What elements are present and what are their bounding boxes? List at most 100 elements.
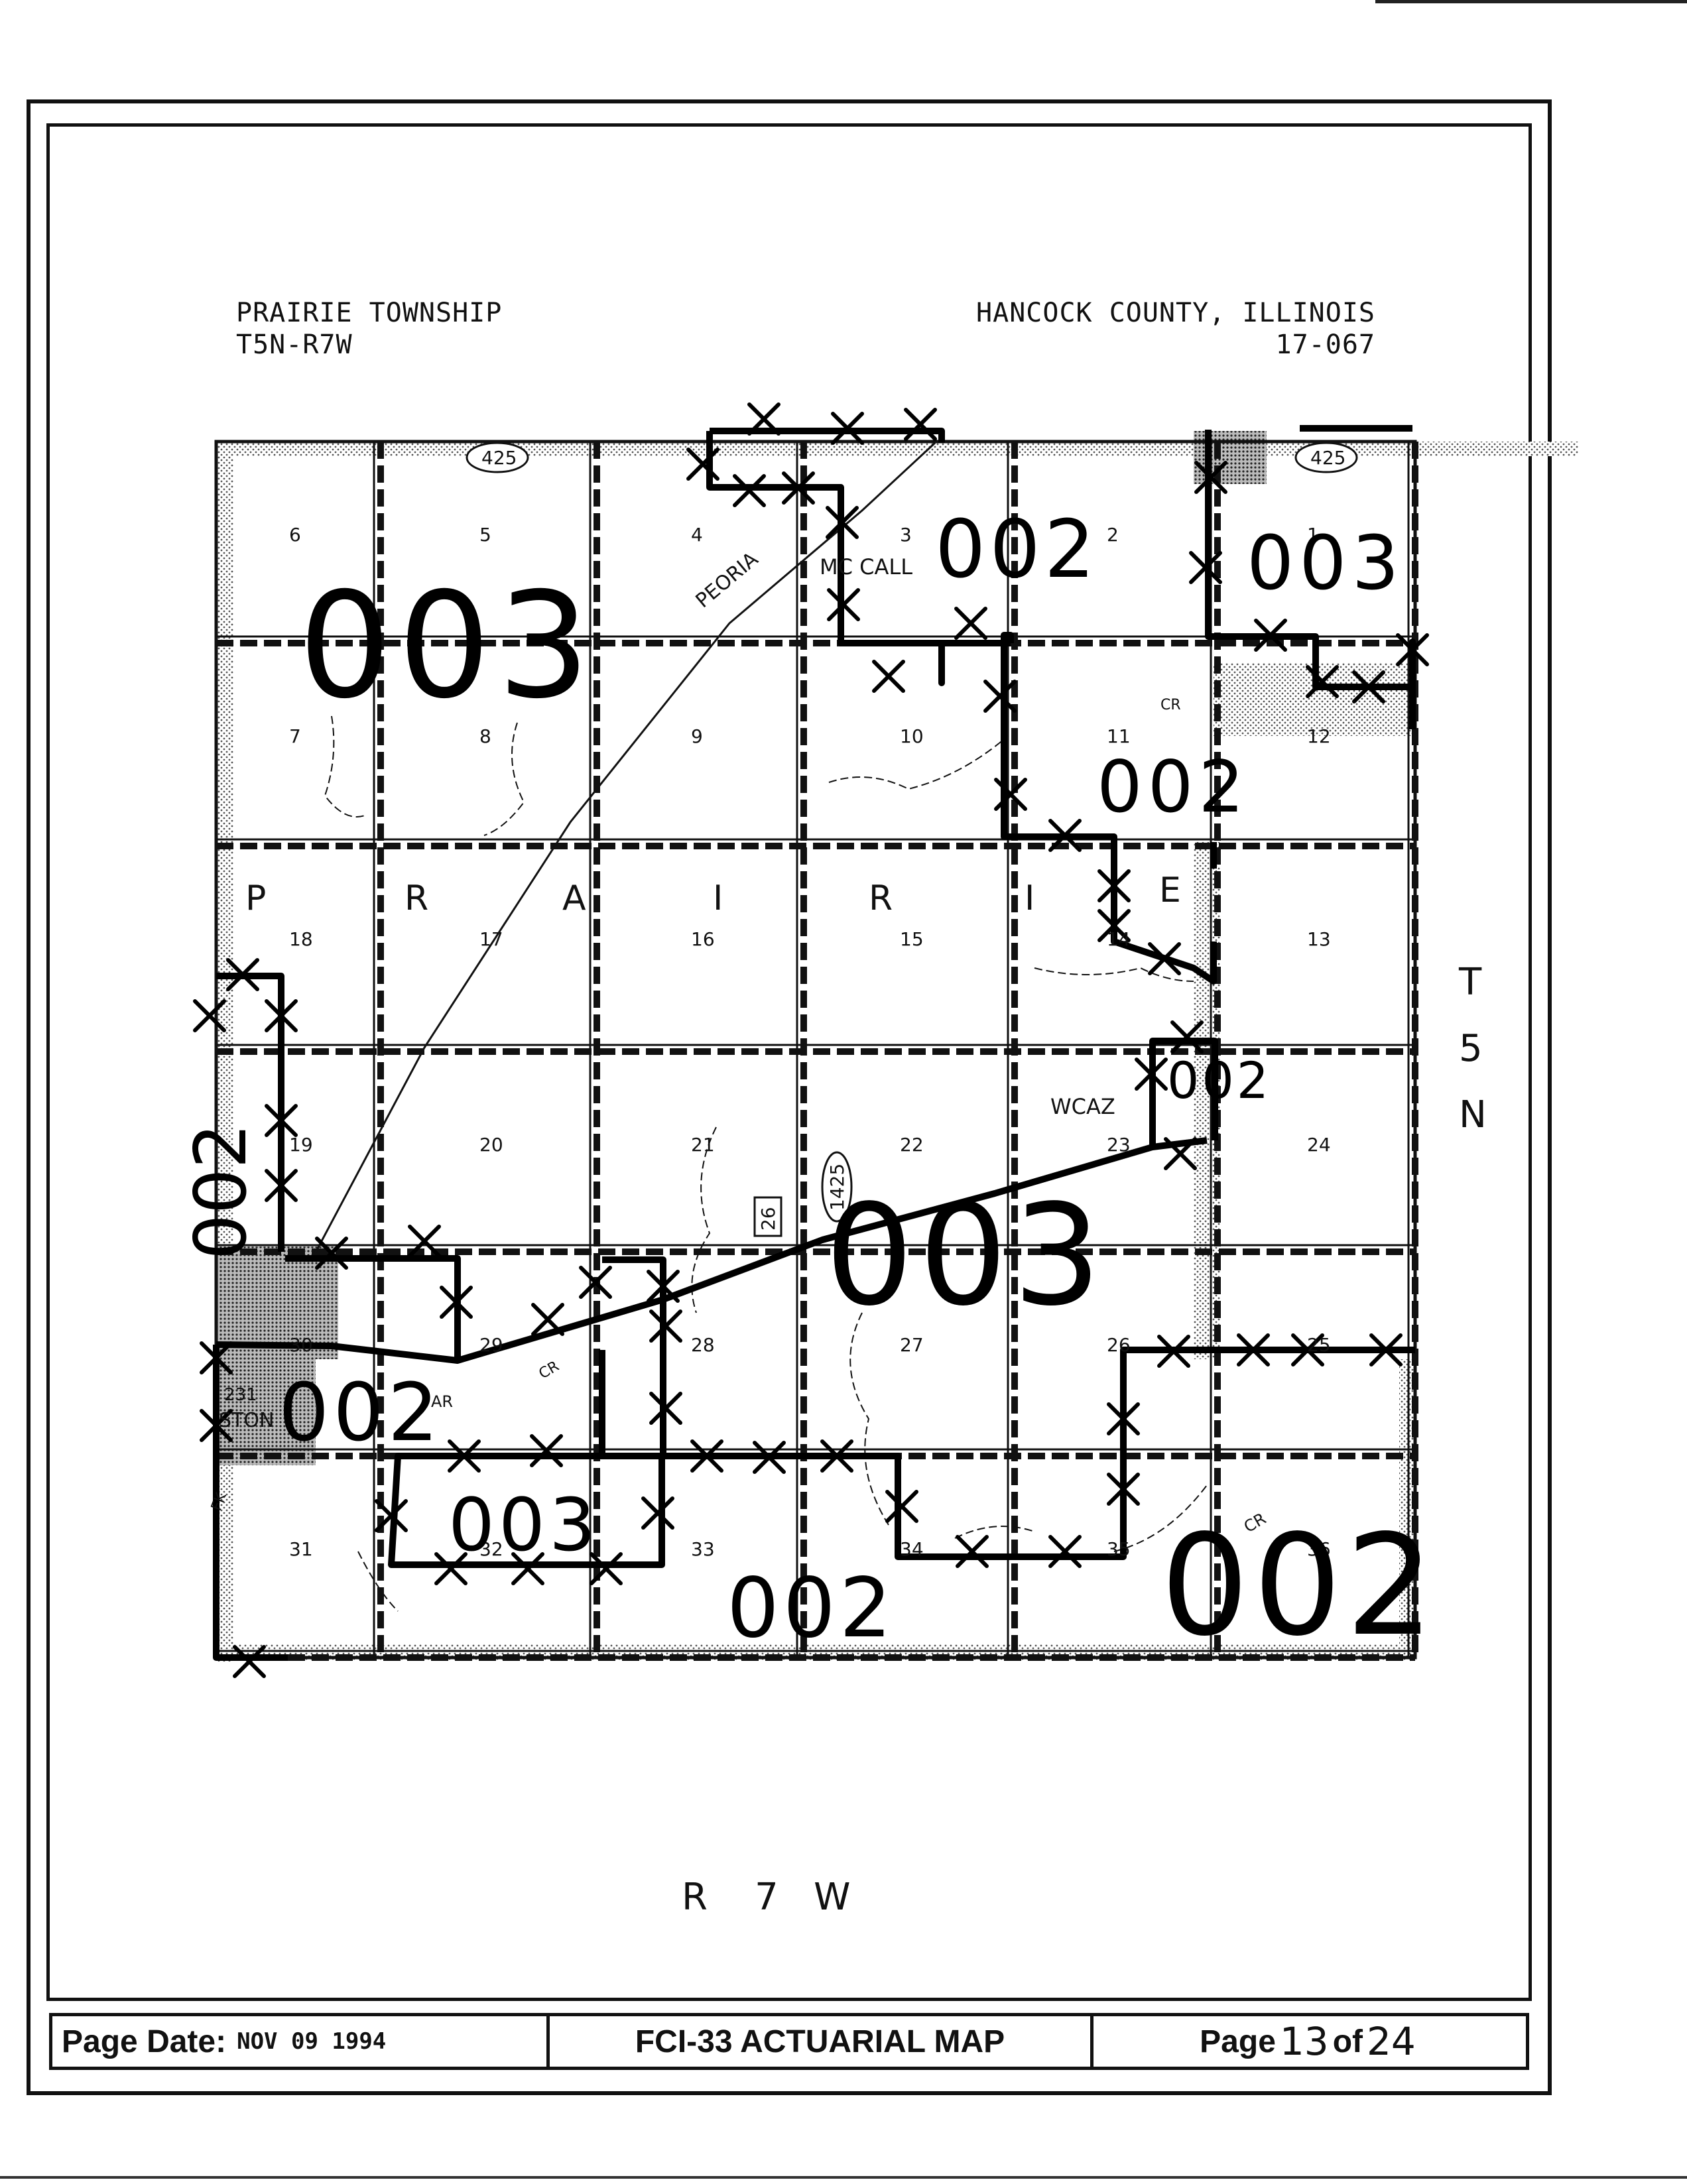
section-number: 32 <box>479 1538 503 1560</box>
x-mark <box>1164 1137 1197 1170</box>
section-number: 8 <box>479 725 491 747</box>
x-mark <box>233 1645 266 1678</box>
x-mark <box>904 408 937 441</box>
section-number: 31 <box>289 1538 313 1560</box>
rate-code: 002 <box>727 1561 896 1656</box>
x-mark <box>193 999 226 1032</box>
x-mark <box>1135 1058 1168 1091</box>
x-mark <box>265 1104 298 1137</box>
x-mark <box>1352 670 1385 703</box>
section-number: 6 <box>289 524 301 546</box>
section-number: 21 <box>691 1134 715 1156</box>
township-letter: P <box>245 879 266 918</box>
x-mark <box>530 1434 563 1467</box>
x-mark <box>531 1303 564 1336</box>
rate-code: 003 <box>448 1483 599 1567</box>
x-mark <box>511 1552 544 1585</box>
stream-line <box>828 735 1009 790</box>
rate-code: 003 <box>1247 520 1405 607</box>
stream-line <box>324 715 365 818</box>
x-mark <box>954 607 987 640</box>
x-mark <box>690 1439 723 1473</box>
section-number: 7 <box>289 725 301 747</box>
x-mark <box>826 506 859 539</box>
section-number: 12 <box>1307 725 1331 747</box>
range-township-labels: R 7 W T 5 N <box>682 961 1487 1919</box>
section-number: 22 <box>900 1134 924 1156</box>
section-number: 35 <box>1107 1538 1131 1560</box>
x-mark <box>649 1392 682 1425</box>
x-mark <box>226 958 259 991</box>
outer-frame <box>27 99 1552 2095</box>
x-mark <box>641 1496 674 1530</box>
footer-bar: Page Date: NOV 09 1994 FCI-33 ACTUARIAL … <box>49 2013 1529 2070</box>
township-letter: R <box>405 879 428 918</box>
section-number: 5 <box>479 524 491 546</box>
route-shield-26: 26 <box>757 1207 779 1231</box>
county-name: HANCOCK COUNTY, ILLINOIS <box>976 298 1375 328</box>
township-letter: R <box>869 879 893 918</box>
stream-line <box>1034 967 1194 982</box>
x-mark <box>831 412 864 445</box>
section-number: 3 <box>900 524 912 546</box>
road-layer <box>310 442 1208 1612</box>
town-label-ston: STON <box>219 1409 274 1432</box>
section-number: 23 <box>1107 1134 1131 1156</box>
x-mark <box>733 474 766 507</box>
township-letters: P R A I R I E <box>245 871 1181 918</box>
x-mark <box>265 999 298 1032</box>
stream-line <box>849 1312 889 1526</box>
map-title-cell: FCI-33 ACTUARIAL MAP <box>550 2016 1093 2067</box>
inner-frame <box>46 123 1532 2001</box>
page-total: 24 <box>1367 2019 1416 2064</box>
stream-line <box>357 1551 399 1612</box>
header-left: PRAIRIE TOWNSHIP T5N-R7W <box>236 297 502 361</box>
rate-code: 002 <box>1160 1504 1438 1667</box>
section-number: 14 <box>1107 928 1131 950</box>
x-mark <box>872 660 905 693</box>
rate-code: 002 <box>935 504 1099 596</box>
rate-boundary <box>213 1345 288 1661</box>
x-mark <box>1254 619 1287 652</box>
x-marks-layer <box>193 402 1429 1678</box>
x-mark <box>1189 551 1222 584</box>
x-mark <box>994 778 1027 811</box>
section-number: 2 <box>1107 524 1119 546</box>
township-letter: A <box>562 879 586 918</box>
stream-line <box>691 1126 717 1313</box>
rate-boundary <box>216 973 284 1252</box>
x-mark <box>649 1309 682 1343</box>
section-number: 36 <box>1307 1538 1331 1560</box>
page-number: 13 <box>1279 2019 1329 2064</box>
route-shields: 425 425 1425 26 <box>466 442 1358 1237</box>
section-number: 16 <box>691 928 715 950</box>
page-of-label: of <box>1332 2024 1363 2059</box>
rate-boundary <box>216 1137 1208 1364</box>
x-mark <box>1306 665 1339 698</box>
x-mark <box>579 1266 612 1299</box>
x-mark <box>1194 461 1227 494</box>
section-number: 33 <box>691 1538 715 1560</box>
township-letter: E <box>1159 871 1181 910</box>
x-mark <box>820 1439 853 1473</box>
x-mark <box>753 1441 786 1474</box>
x-mark <box>1396 633 1429 666</box>
section-number: 18 <box>289 928 313 950</box>
section-number: 20 <box>479 1134 503 1156</box>
x-mark <box>827 588 860 621</box>
x-mark <box>590 1552 623 1585</box>
x-mark <box>375 1499 408 1532</box>
page-label: Page <box>1200 2024 1276 2059</box>
x-mark <box>200 1341 233 1374</box>
township-letter: I <box>1025 879 1034 918</box>
rate-boundary <box>1001 632 1217 985</box>
place-label-cr: CR <box>536 1358 562 1382</box>
section-number: 4 <box>691 524 703 546</box>
rate-code: 003 <box>298 561 597 731</box>
x-mark <box>265 1169 298 1202</box>
x-mark <box>885 1490 918 1523</box>
section-number: 17 <box>479 928 503 950</box>
stream-line <box>483 722 525 836</box>
section-number: 26 <box>1107 1334 1131 1356</box>
